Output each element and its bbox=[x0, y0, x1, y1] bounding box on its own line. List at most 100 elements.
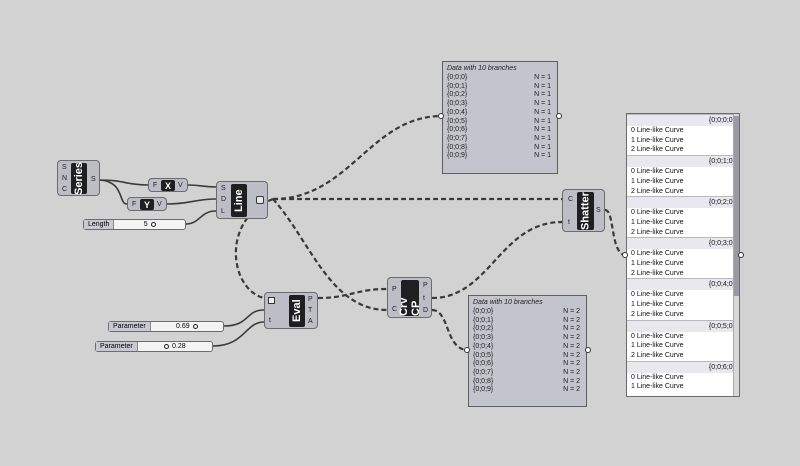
crvcp-output-d[interactable]: D bbox=[423, 307, 429, 314]
tree-item: 1 Line-like Curve bbox=[631, 136, 684, 144]
line-input-l[interactable]: L bbox=[221, 208, 225, 215]
branch-count: N = 2 bbox=[563, 386, 580, 394]
tree-branch-header[interactable]: {0;0;5;0} bbox=[627, 319, 739, 332]
branch-count: N = 1 bbox=[534, 117, 551, 125]
branch-path: {0;0;5} bbox=[473, 351, 494, 359]
parameter-slider-1[interactable]: Parameter 0.69 bbox=[108, 321, 224, 332]
tree-item: 1 Line-like Curve bbox=[631, 301, 684, 309]
tree-item: 0 Line-like Curve bbox=[631, 209, 684, 217]
panel-row: {0;0;7}N = 2 bbox=[469, 369, 586, 378]
tree-item: 1 Line-like Curve bbox=[631, 383, 684, 391]
panel-bottom-title: Data with 10 branches bbox=[473, 299, 543, 306]
tree-scrollbar-thumb[interactable] bbox=[734, 116, 739, 296]
y-output-v[interactable]: V bbox=[157, 201, 162, 208]
branch-count: N = 2 bbox=[563, 308, 580, 315]
wire-line-panel-top bbox=[272, 114, 443, 201]
y-component[interactable]: F Y V bbox=[127, 197, 167, 211]
tree-branch-header[interactable]: {0;0;4;0} bbox=[627, 278, 739, 291]
line-output-icon[interactable] bbox=[256, 196, 264, 204]
y-title: Y bbox=[140, 199, 154, 210]
shatter-input-t[interactable]: t bbox=[568, 219, 570, 226]
series-component[interactable]: S N C Series S bbox=[57, 160, 100, 196]
line-input-d[interactable]: D bbox=[221, 196, 227, 203]
wire-y-line-d bbox=[166, 198, 217, 205]
wire-eval-crvcp-p bbox=[317, 287, 388, 300]
line-input-s[interactable]: S bbox=[221, 185, 226, 192]
crvcp-input-c[interactable]: C bbox=[392, 306, 398, 313]
crvcp-input-p[interactable]: P bbox=[392, 286, 397, 293]
crvcp-component[interactable]: P C Crv CP P t D bbox=[387, 277, 432, 318]
series-output-s[interactable]: S bbox=[91, 176, 96, 183]
branch-path: {0;0;4} bbox=[473, 342, 494, 350]
wire-line-crvcp-c bbox=[272, 198, 388, 312]
shatter-component[interactable]: C t Shatter S bbox=[562, 189, 605, 232]
length-slider-label: Length bbox=[84, 220, 115, 229]
branch-count: N = 2 bbox=[563, 325, 580, 333]
x-input-f[interactable]: F bbox=[153, 182, 158, 189]
x-output-v[interactable]: V bbox=[178, 182, 183, 189]
eval-input-c-icon[interactable] bbox=[268, 297, 275, 304]
series-input-s[interactable]: S bbox=[62, 164, 67, 171]
x-component[interactable]: F X V bbox=[148, 178, 188, 192]
wire-crvcp-shatter-t bbox=[431, 220, 563, 300]
slider-grip-icon[interactable] bbox=[150, 221, 156, 227]
eval-input-t[interactable]: t bbox=[269, 317, 271, 324]
crvcp-output-t[interactable]: t bbox=[423, 295, 425, 302]
branch-count: N = 1 bbox=[534, 126, 551, 134]
tree-scrollbar[interactable] bbox=[733, 114, 739, 396]
tree-item: 0 Line-like Curve bbox=[631, 373, 684, 381]
panel-bottom[interactable]: Data with 10 branches {0;0;0}N = 2{0;0;1… bbox=[468, 295, 587, 407]
panel-row: {0;0;6}N = 1 bbox=[443, 126, 557, 135]
slider-grip-icon[interactable] bbox=[192, 323, 198, 329]
tree-grip-icon[interactable] bbox=[622, 252, 628, 258]
panel-row: {0;0;5}N = 1 bbox=[443, 118, 557, 127]
branch-path: {0;0;9} bbox=[447, 152, 468, 160]
branch-path: {0;0;3} bbox=[447, 100, 468, 108]
panel-row: {0;0;2}N = 1 bbox=[443, 91, 557, 100]
length-slider[interactable]: Length 5 bbox=[83, 219, 186, 230]
series-title: Series bbox=[71, 161, 87, 196]
line-component[interactable]: S D L Line bbox=[216, 181, 268, 219]
tree-item: 1 Line-like Curve bbox=[631, 177, 684, 185]
tree-branch-header[interactable]: {0;0;1;0} bbox=[627, 155, 739, 168]
shatter-input-c[interactable]: C bbox=[568, 196, 574, 203]
eval-output-p[interactable]: P bbox=[308, 296, 313, 303]
eval-component[interactable]: t Eval P T A bbox=[264, 292, 318, 329]
slider-grip-icon[interactable] bbox=[164, 343, 170, 349]
panel-grip-icon[interactable] bbox=[464, 347, 470, 353]
y-input-f[interactable]: F bbox=[132, 201, 137, 208]
tree-branch-header[interactable]: {0;0;0;0} bbox=[627, 114, 739, 126]
tree-item: 0 Line-like Curve bbox=[631, 250, 684, 258]
tree-item: 0 Line-like Curve bbox=[631, 168, 684, 176]
wire-param2-eval bbox=[212, 321, 265, 347]
parameter-slider-2[interactable]: Parameter 0.28 bbox=[95, 341, 213, 352]
series-input-n[interactable]: N bbox=[62, 175, 68, 182]
panel-row: {0;0;8}N = 1 bbox=[443, 144, 557, 153]
panel-row: {0;0;0}N = 2 bbox=[469, 308, 586, 317]
panel-top[interactable]: Data with 10 branches {0;0;0}N = 1{0;0;1… bbox=[442, 61, 558, 174]
tree-grip-icon[interactable] bbox=[738, 252, 744, 258]
branch-count: N = 2 bbox=[563, 368, 580, 376]
wire-length-line-l bbox=[185, 210, 217, 225]
tree-branch-header[interactable]: {0;0;3;0} bbox=[627, 237, 739, 250]
panel-row: {0;0;9}N = 1 bbox=[443, 152, 557, 161]
panel-grip-icon[interactable] bbox=[556, 113, 562, 119]
panel-row: {0;0;4}N = 2 bbox=[469, 343, 586, 352]
crvcp-output-p[interactable]: P bbox=[423, 282, 428, 289]
series-input-c[interactable]: C bbox=[62, 186, 68, 193]
tree-branch-header[interactable]: {0;0;2;0} bbox=[627, 196, 739, 209]
panel-grip-icon[interactable] bbox=[585, 347, 591, 353]
panel-row: {0;0;3}N = 1 bbox=[443, 100, 557, 109]
panel-row: {0;0;3}N = 2 bbox=[469, 334, 586, 343]
panel-grip-icon[interactable] bbox=[438, 113, 444, 119]
shatter-output-s[interactable]: S bbox=[596, 207, 601, 214]
branch-count: N = 1 bbox=[534, 91, 551, 99]
tree-branch-header[interactable]: {0;0;6;0} bbox=[627, 360, 739, 373]
eval-output-t[interactable]: T bbox=[308, 307, 313, 314]
panel-bottom-rows: {0;0;0}N = 2{0;0;1}N = 2{0;0;2}N = 2{0;0… bbox=[469, 308, 586, 395]
eval-output-a[interactable]: A bbox=[308, 318, 313, 325]
tree-item: 1 Line-like Curve bbox=[631, 260, 684, 268]
